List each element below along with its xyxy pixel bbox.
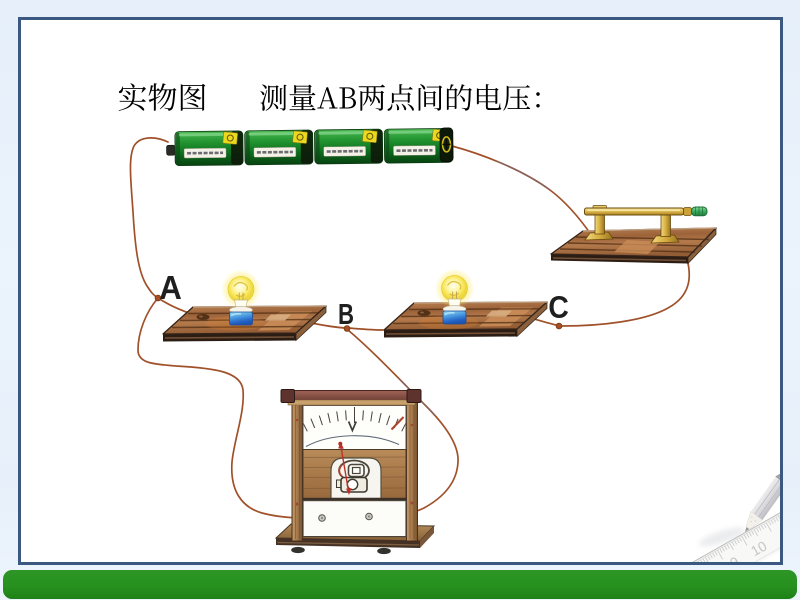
wire-battery-to-a bbox=[129, 137, 169, 299]
point-b-dot bbox=[343, 325, 351, 332]
pencil-ruler-decoration: 9 10 bbox=[679, 473, 780, 571]
voltmeter-foot bbox=[377, 547, 391, 555]
voltmeter-needle bbox=[338, 441, 352, 495]
voltmeter-frame-post bbox=[406, 390, 418, 542]
point-a-glyph bbox=[160, 276, 181, 299]
switch-handle bbox=[691, 206, 708, 217]
battery-cell bbox=[314, 128, 384, 165]
ruler-decoration: 9 10 bbox=[679, 503, 780, 571]
point-c-glyph bbox=[549, 296, 568, 318]
voltmeter-top-beam bbox=[280, 389, 422, 406]
voltmeter-frame-post bbox=[291, 390, 303, 542]
wire-b-to-bulb2 bbox=[348, 327, 384, 331]
voltmeter: V bbox=[274, 389, 436, 555]
footer-bar bbox=[3, 570, 797, 599]
battery-pack bbox=[166, 127, 454, 167]
wire-switch-to-c bbox=[561, 258, 691, 327]
slide-title-art bbox=[118, 83, 540, 111]
voltmeter-terminal bbox=[318, 514, 326, 522]
knife-switch bbox=[550, 205, 717, 265]
voltmeter-terminal bbox=[365, 512, 373, 521]
battery-cell bbox=[174, 130, 244, 167]
voltmeter-screws bbox=[295, 418, 414, 506]
ruler-number-9: 9 bbox=[727, 553, 742, 571]
point-labels-art bbox=[160, 276, 568, 324]
point-c-dot bbox=[555, 322, 563, 330]
battery-cell bbox=[244, 129, 314, 166]
voltmeter-scale-red-mark bbox=[390, 416, 405, 431]
light-bulb-2 bbox=[417, 267, 480, 331]
point-c-label: C bbox=[550, 290, 569, 325]
ruler-number-10: 10 bbox=[748, 537, 770, 559]
switch-knife-bar bbox=[584, 207, 692, 216]
voltmeter-foot bbox=[291, 546, 305, 554]
voltmeter-mirror-arc bbox=[305, 435, 400, 447]
pencil-decoration bbox=[745, 473, 780, 532]
light-bulb-1 bbox=[204, 268, 266, 332]
point-b-label: B bbox=[340, 299, 354, 331]
voltmeter-unit-label: V bbox=[349, 419, 357, 434]
point-a-label: A bbox=[160, 270, 181, 306]
voltmeter-unit-glyph bbox=[347, 421, 357, 433]
wire-battery-to-switch bbox=[451, 145, 593, 237]
point-b-glyph bbox=[339, 304, 353, 324]
wire-a-to-voltmeter bbox=[137, 297, 319, 520]
